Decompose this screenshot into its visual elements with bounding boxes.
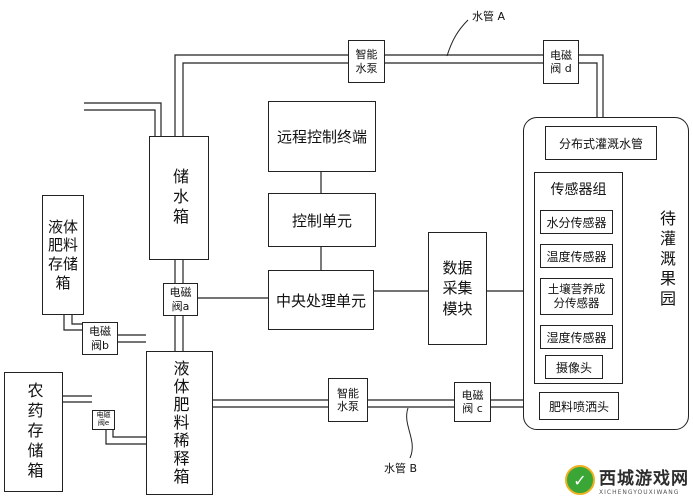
orchard-label: 待灌溉果园 [657,210,676,310]
pipe-b-label: 水管 B [384,462,418,475]
moisture-sensor: 水分传感器 [540,210,613,234]
smart-pump-top-line1: 智能 [355,48,378,62]
water-storage-tank: 储水箱 [149,136,209,260]
data-acquisition-module: 数据 采集 模块 [428,232,487,345]
soil-nutrient-sensor: 土壤营养成 分传感器 [540,278,613,315]
liquid-fert-storage-label: 液体肥料存储箱 [48,217,79,292]
smart-pump-bottom: 智能 水泵 [328,378,368,422]
solenoid-valve-c: 电磁 阀 c [454,382,491,422]
liquid-fertilizer-storage-tank: 液体肥料存储箱 [42,195,84,315]
humidity-sensor: 湿度传感器 [540,325,613,349]
water-tank-label: 储水箱 [170,168,189,228]
data-module-line3: 模块 [442,299,473,318]
smart-pump-bottom-line2: 水泵 [337,400,359,413]
valve-c-line2: 阀 c [462,402,483,415]
smart-pump-top-line2: 水泵 [355,61,378,75]
pesticide-tank-label: 农药存储箱 [24,382,44,482]
camera: 摄像头 [545,355,603,379]
pipe-a-label: 水管 A [472,10,506,23]
central-processing-unit: 中央处理单元 [268,270,374,330]
solenoid-valve-e: 电磁 阀e [92,410,115,430]
watermark-name: 西城游戏网 [599,469,689,489]
soil-sensor-line2: 分传感器 [553,295,600,310]
valve-b-line1: 电磁 [89,325,111,339]
valve-a-line1: 电磁 [169,286,192,300]
valve-d-line2: 阀 d [550,62,572,75]
valve-d-line1: 电磁 [550,48,572,62]
valve-e-line1: 电磁 [96,411,111,420]
solenoid-valve-b: 电磁 阀b [82,322,118,355]
valve-b-line2: 阀b [91,338,109,352]
fertilizer-sprayer: 肥料喷洒头 [539,392,619,420]
remote-control-terminal: 远程控制终端 [268,101,376,172]
liquid-fertilizer-dilution-tank: 液体肥料稀释箱 [146,351,213,495]
dilution-tank-label: 液体肥料稀释箱 [170,360,190,486]
data-module-line2: 采集 [442,279,473,298]
pesticide-storage-tank: 农药存储箱 [4,372,63,492]
soil-sensor-line1: 土壤营养成 [547,281,606,296]
watermark: ✓ 西城游戏网 XICHENGYOUXIWANG [565,464,689,496]
valve-e-line2: 阀e [97,419,110,427]
sensor-group-title: 传感器组 [550,182,607,198]
temperature-sensor: 温度传感器 [540,244,613,268]
valve-a-line2: 阀a [171,299,190,313]
control-unit: 控制单元 [268,193,376,247]
smart-pump-bottom-line1: 智能 [337,386,359,400]
solenoid-valve-d: 电磁 阀 d [543,40,579,84]
distributed-irrigation-pipe: 分布式灌溉水管 [545,126,657,160]
smart-pump-top: 智能 水泵 [348,40,385,83]
solenoid-valve-a: 电磁 阀a [163,283,198,316]
data-module-line1: 数据 [442,259,473,278]
watermark-logo-icon: ✓ [565,465,595,495]
valve-c-line1: 电磁 [461,388,484,402]
watermark-domain: XICHENGYOUXIWANG [599,489,680,496]
